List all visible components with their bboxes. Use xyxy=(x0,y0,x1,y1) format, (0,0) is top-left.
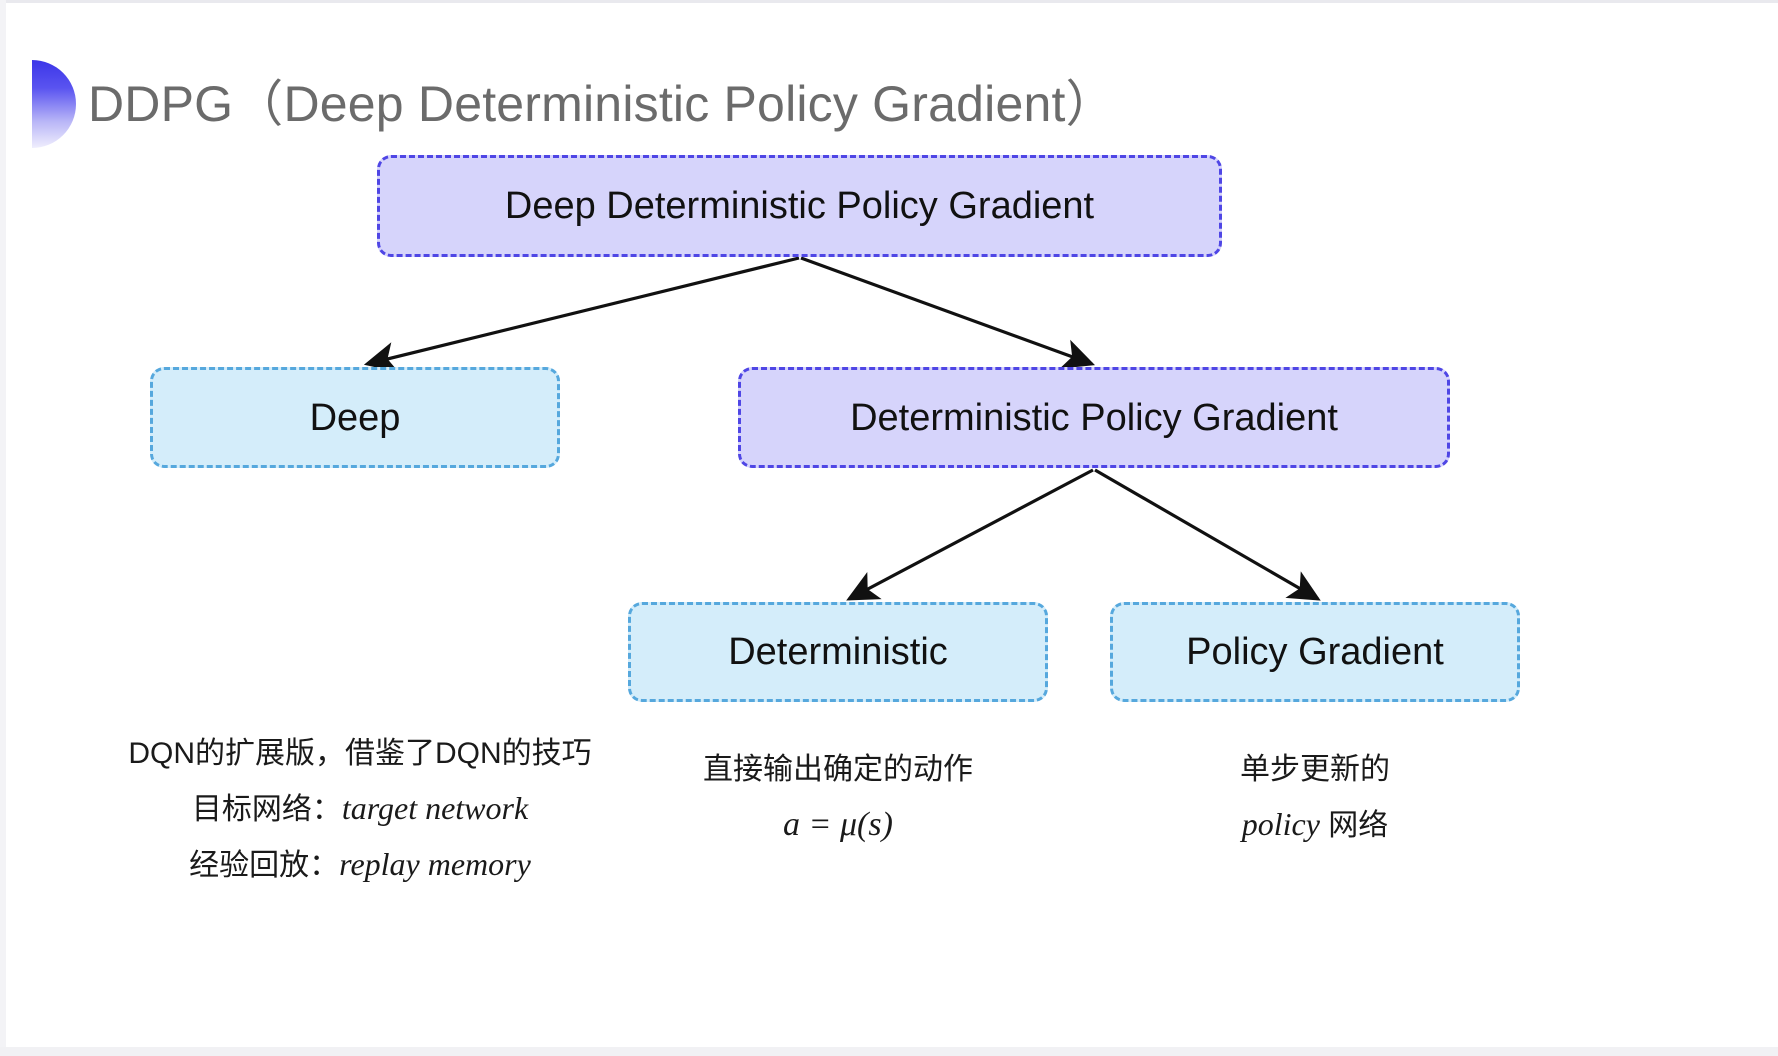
slide-left-edge xyxy=(0,0,6,1056)
caption-policy-gradient-suffix: 网络 xyxy=(1319,809,1389,842)
caption-policy-gradient-line2: policy 网络 xyxy=(1110,797,1520,853)
caption-policy-gradient-line1: 单步更新的 xyxy=(1240,753,1390,786)
caption-deep-line2: 目标网络：target network xyxy=(60,781,660,837)
caption-deep-line2-term: target network xyxy=(341,790,529,826)
diagram-node-policy-gradient[interactable]: Policy Gradient xyxy=(1110,602,1520,702)
edge-root-to-dpg xyxy=(800,256,1096,369)
caption-policy-gradient-term: policy xyxy=(1241,806,1320,842)
caption-deep-line3-label: 经验回放： xyxy=(189,849,340,882)
caption-deterministic-formula: a = μ(s) xyxy=(783,806,893,843)
caption-policy-gradient: 单步更新的 policy 网络 xyxy=(1110,742,1520,853)
edge-dpg-to-deterministic xyxy=(846,468,1094,601)
half-circle-bullet-icon xyxy=(32,60,76,148)
diagram-node-deterministic-policy-gradient[interactable]: Deterministic Policy Gradient xyxy=(738,367,1450,468)
caption-deterministic: 直接输出确定的动作 a = μ(s) xyxy=(620,742,1056,852)
edge-root-to-deep xyxy=(363,256,800,373)
caption-deep: DQN的扩展版，借鉴了DQN的技巧 目标网络：target network 经验… xyxy=(60,726,660,893)
slide-top-edge xyxy=(0,0,1778,3)
caption-deep-line3-term: replay memory xyxy=(339,846,531,882)
diagram-node-root[interactable]: Deep Deterministic Policy Gradient xyxy=(377,155,1222,257)
caption-deep-line3: 经验回放：replay memory xyxy=(60,837,660,893)
caption-deterministic-line1: 直接输出确定的动作 xyxy=(703,753,973,786)
caption-deep-line2-label: 目标网络： xyxy=(191,793,342,826)
slide-bottom-edge xyxy=(0,1047,1778,1056)
edge-dpg-to-policy-gradient xyxy=(1094,468,1321,601)
diagram-node-deep[interactable]: Deep xyxy=(150,367,560,468)
page-title: DDPG（Deep Deterministic Policy Gradient） xyxy=(88,76,1116,132)
caption-deep-line1: DQN的扩展版，借鉴了DQN的技巧 xyxy=(128,737,592,770)
diagram-node-deterministic[interactable]: Deterministic xyxy=(628,602,1048,702)
